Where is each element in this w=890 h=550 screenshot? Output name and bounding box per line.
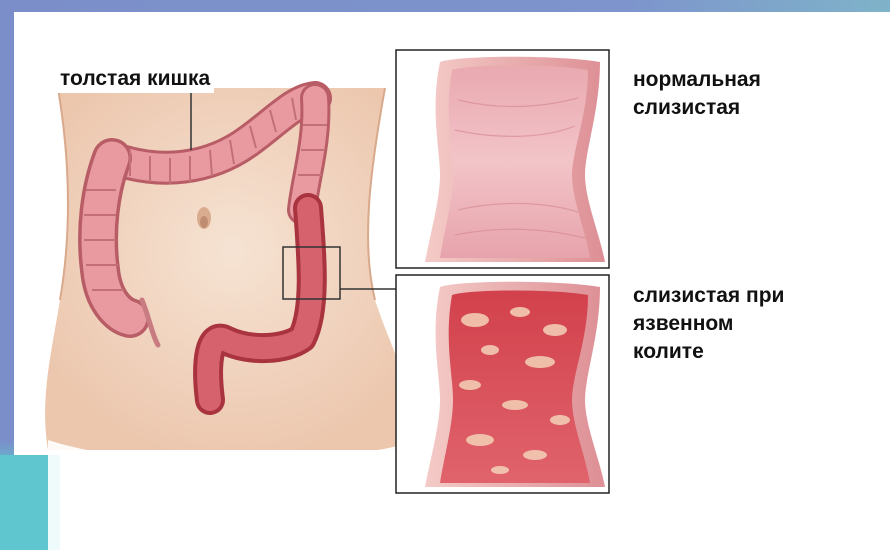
uc-mucosa-label: слизистая при язвенном колите xyxy=(633,282,784,366)
colon-label: толстая кишка xyxy=(56,65,214,93)
normal-mucosa-label: нормальная слизистая xyxy=(633,66,761,122)
